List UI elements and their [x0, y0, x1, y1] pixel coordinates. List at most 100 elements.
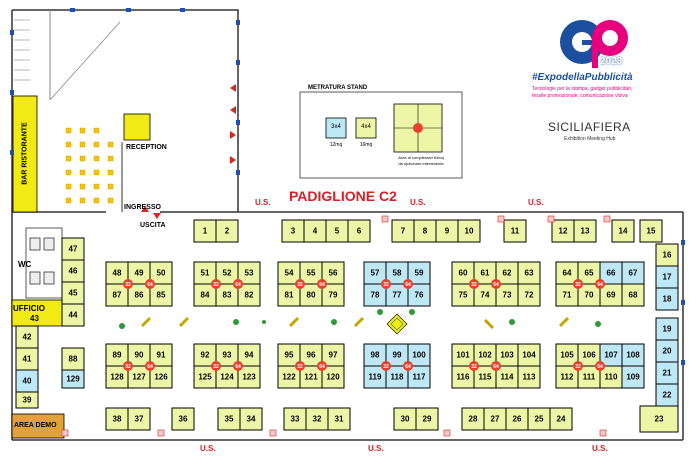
stand-label-2: 2 [225, 227, 230, 236]
stand-39[interactable] [15, 391, 39, 409]
stand-label-106: 106 [582, 351, 596, 360]
stand-hub-marker [403, 279, 413, 289]
us-label: U.S. [255, 198, 271, 207]
stand-79[interactable] [321, 283, 345, 307]
stand-123[interactable] [237, 365, 261, 389]
legend-box [299, 91, 463, 179]
stand-117[interactable] [407, 365, 431, 389]
legend-big-caption-2: da opzionare interamente [398, 161, 444, 166]
stand-label-126: 126 [154, 373, 168, 382]
legend-title: METRATURA STAND [308, 85, 368, 91]
legend-small-area: 12mq [329, 142, 343, 148]
stand-label-15: 15 [647, 227, 656, 236]
stand-label-48: 48 [113, 269, 122, 278]
logo-tagline-2: tessile promozionale, comunicazione visi… [532, 93, 628, 99]
stand-label-120: 120 [326, 373, 340, 382]
stand-label-119: 119 [369, 373, 382, 382]
stand-35[interactable] [217, 407, 241, 431]
stand-label-46: 46 [69, 267, 78, 276]
stand-label-95: 95 [285, 351, 294, 360]
stand-label-22: 22 [663, 391, 672, 400]
stand-hub-label: 32 [575, 282, 581, 288]
stand-2[interactable] [215, 219, 239, 243]
stand-label-19: 19 [663, 325, 672, 334]
legend-mid-area: 16mq [359, 142, 373, 148]
stand-10[interactable] [457, 219, 481, 243]
stand-28[interactable] [461, 407, 485, 431]
stand-label-25: 25 [535, 415, 544, 424]
stand-label-42: 42 [23, 333, 32, 342]
reception-desk [123, 113, 151, 141]
stand-23[interactable] [639, 405, 679, 433]
stand-120[interactable] [321, 365, 345, 389]
stand-68[interactable] [621, 283, 645, 307]
emergency-doors [61, 215, 611, 437]
stand-label-13: 13 [581, 227, 590, 236]
stand-47[interactable] [61, 237, 85, 261]
stand-hub-marker [211, 361, 221, 371]
stand-label-73: 73 [503, 291, 512, 300]
stand-33[interactable] [283, 407, 307, 431]
stand-11[interactable] [503, 219, 527, 243]
stand-label-108: 108 [626, 351, 640, 360]
stand-label-113: 113 [523, 373, 536, 382]
stand-15[interactable] [639, 219, 663, 243]
hall-title: PADIGLIONE C2 [289, 188, 397, 204]
stand-label-3: 3 [291, 227, 296, 236]
stand-label-98: 98 [371, 351, 380, 360]
stand-label-91: 91 [157, 351, 166, 360]
stand-38[interactable] [105, 407, 129, 431]
stand-72[interactable] [517, 283, 541, 307]
stand-label-89: 89 [113, 351, 122, 360]
stand-129[interactable] [61, 369, 85, 389]
stand-label-54: 54 [285, 269, 294, 278]
stand-82[interactable] [237, 283, 261, 307]
stand-85[interactable] [149, 283, 173, 307]
legend-big-caption-1: Area di complessivi 64mq [398, 155, 444, 160]
stand-label-99: 99 [393, 351, 402, 360]
stand-label-111: 111 [583, 373, 596, 382]
stand-label-1: 1 [203, 227, 208, 236]
bar-label: BAR RISTORANTE [21, 122, 29, 185]
stand-hub-marker [403, 361, 413, 371]
stand-18[interactable] [655, 287, 679, 311]
us-label: U.S. [200, 444, 216, 453]
stand-label-125: 125 [198, 373, 212, 382]
stand-label-56: 56 [329, 269, 338, 278]
area-demo-label: AREA DEMO [14, 422, 57, 429]
stand-113[interactable] [517, 365, 541, 389]
wc-label: WC [18, 260, 32, 269]
partner-sub: Exhibition Meeting Hub [564, 136, 616, 142]
wall-markers [10, 8, 685, 365]
stand-hub-label: 64 [319, 364, 325, 370]
stand-label-18: 18 [663, 295, 672, 304]
stand-label-9: 9 [445, 227, 450, 236]
stand-hub-marker [381, 361, 391, 371]
stand-label-20: 20 [663, 347, 672, 356]
stand-label-55: 55 [307, 269, 316, 278]
stand-13[interactable] [573, 219, 597, 243]
stand-label-107: 107 [604, 351, 618, 360]
stand-hub-marker [595, 361, 605, 371]
stand-label-45: 45 [69, 289, 78, 298]
stand-76[interactable] [407, 283, 431, 307]
stand-42[interactable] [15, 325, 39, 349]
stand-36[interactable] [171, 407, 195, 431]
stand-hub-marker [145, 279, 155, 289]
us-label: U.S. [592, 444, 608, 453]
bar-ristorante [12, 95, 38, 213]
stand-label-66: 66 [607, 269, 616, 278]
stand-label-86: 86 [135, 291, 144, 300]
stand-label-100: 100 [412, 351, 426, 360]
stand-14[interactable] [611, 219, 635, 243]
stand-label-39: 39 [23, 396, 32, 405]
stand-hub-label: 32 [575, 364, 581, 370]
stand-label-76: 76 [415, 291, 424, 300]
stand-6[interactable] [347, 219, 371, 243]
stand-label-104: 104 [522, 351, 536, 360]
stand-126[interactable] [149, 365, 173, 389]
stand-109[interactable] [621, 365, 645, 389]
stand-hub-marker [233, 279, 243, 289]
stand-30[interactable] [393, 407, 417, 431]
stand-label-102: 102 [478, 351, 492, 360]
